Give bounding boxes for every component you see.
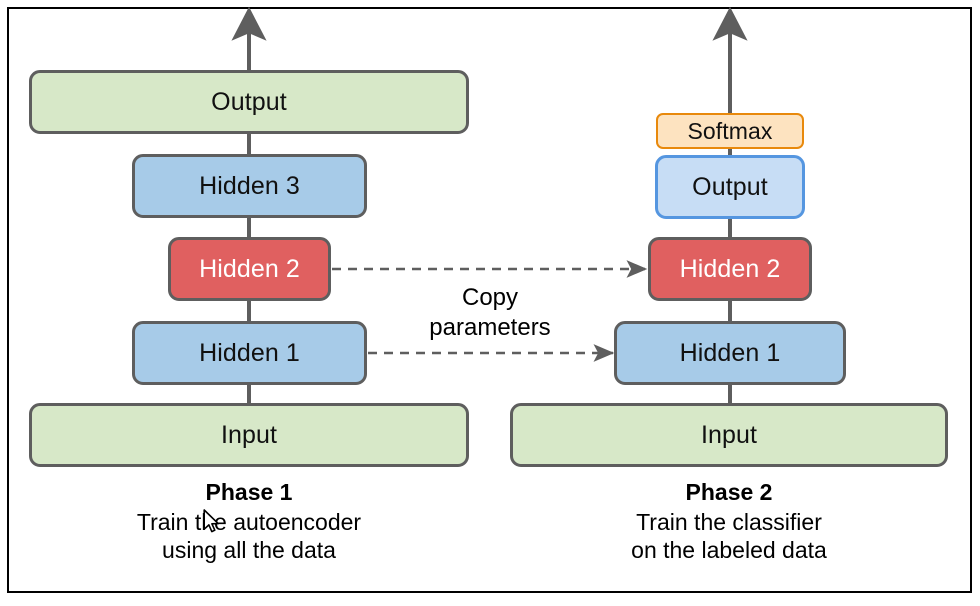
- node-phase2-softmax[interactable]: Softmax: [656, 113, 804, 149]
- node-phase1-hidden2[interactable]: Hidden 2: [168, 237, 331, 301]
- phase1-caption-line1: Train the autoencoder: [136, 509, 362, 535]
- node-label: Input: [700, 420, 758, 449]
- node-label: Hidden 3: [199, 171, 300, 200]
- copy-parameters-label: Copy parameters: [400, 283, 580, 343]
- copy-label-line2: parameters: [429, 314, 551, 341]
- node-label: Hidden 2: [199, 254, 300, 283]
- node-phase2-input[interactable]: Input: [510, 403, 948, 467]
- node-label: Output: [692, 172, 768, 201]
- copy-label-line1: Copy: [461, 284, 519, 311]
- phase2-caption-title: Phase 2: [685, 479, 773, 505]
- node-phase2-hidden2[interactable]: Hidden 2: [648, 237, 812, 301]
- phase2-caption-line1: Train the classifier: [636, 509, 822, 535]
- copy-parameter-arrows: [332, 260, 648, 362]
- phase2-caption: Phase 2 Train the classifier on the labe…: [510, 478, 948, 564]
- node-label: Input: [220, 420, 278, 449]
- phase2-caption-line2: on the labeled data: [631, 537, 827, 563]
- node-label: Softmax: [687, 117, 773, 144]
- node-phase1-input[interactable]: Input: [29, 403, 469, 467]
- node-label: Hidden 1: [199, 338, 300, 367]
- node-phase1-hidden1[interactable]: Hidden 1: [132, 321, 367, 385]
- node-phase2-hidden1[interactable]: Hidden 1: [614, 321, 846, 385]
- node-phase1-output[interactable]: Output: [29, 70, 469, 134]
- phase1-caption-line2: using all the data: [162, 537, 336, 563]
- node-label: Hidden 2: [679, 254, 781, 283]
- node-phase2-output[interactable]: Output: [655, 155, 805, 219]
- node-label: Hidden 1: [679, 338, 781, 367]
- phase1-caption-title: Phase 1: [205, 479, 293, 505]
- node-phase1-hidden3[interactable]: Hidden 3: [132, 154, 367, 218]
- node-label: Output: [211, 87, 287, 116]
- phase1-caption: Phase 1 Train the autoencoder using all …: [29, 478, 469, 564]
